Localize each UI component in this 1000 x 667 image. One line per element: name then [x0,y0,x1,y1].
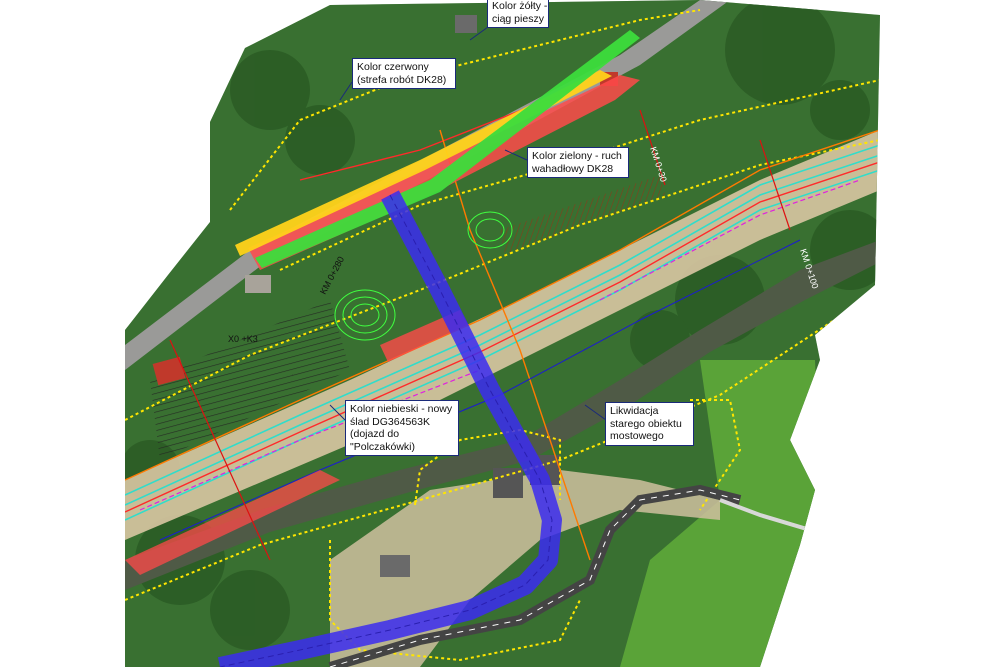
building [245,275,271,293]
building [493,468,523,498]
callout-text: ślad DG364563K [350,415,430,428]
red-design-lines [125,94,880,513]
traffic-band [255,30,640,268]
meadow-path [719,498,811,532]
embankment-hatch [150,300,350,460]
callout-text: Kolor żółty - [492,0,548,12]
chainage-label: X0 +K3 [228,334,258,344]
callout-text: ciąg pieszy [492,12,544,25]
callout-text: mostowego [610,430,664,442]
orange-lines [125,129,880,561]
design-lines [125,144,880,521]
magenta-lines [139,179,861,511]
callout-leaders [329,26,607,421]
callout-text: Kolor zielony - ruch [532,150,622,162]
callout-traffic: Kolor zielony - ruch wahadłowy DK28 [527,147,629,178]
callout-new-route: Kolor niebieski - nowy ślad DG364563K (d… [345,400,459,456]
callout-text: starego obiektu [610,417,682,430]
callout-pedestrian: Kolor żółty - ciąg pieszy [487,0,549,28]
cross-section-lines [169,109,791,561]
callout-demolition: Likwidacja starego obiektu mostowego [605,402,694,446]
callout-text: Likwidacja [610,405,659,417]
building [380,555,410,577]
callout-text: Kolor czerwony [357,61,429,73]
callout-text: (dojazd do [350,428,400,440]
callout-text: Kolor niebieski - nowy [350,403,453,415]
building [455,15,477,33]
green-contours [334,211,513,341]
callout-text: (strefa robót DK28) [357,73,447,86]
callout-work-zone: Kolor czerwony (strefa robót DK28) [352,58,456,89]
callout-text: "Polczakówki) [350,440,415,453]
callout-text: wahadłowy DK28 [532,162,614,175]
construction-zone [125,130,880,540]
building-red-roof [152,356,186,386]
tree-clusters [125,0,880,650]
river [125,240,880,590]
